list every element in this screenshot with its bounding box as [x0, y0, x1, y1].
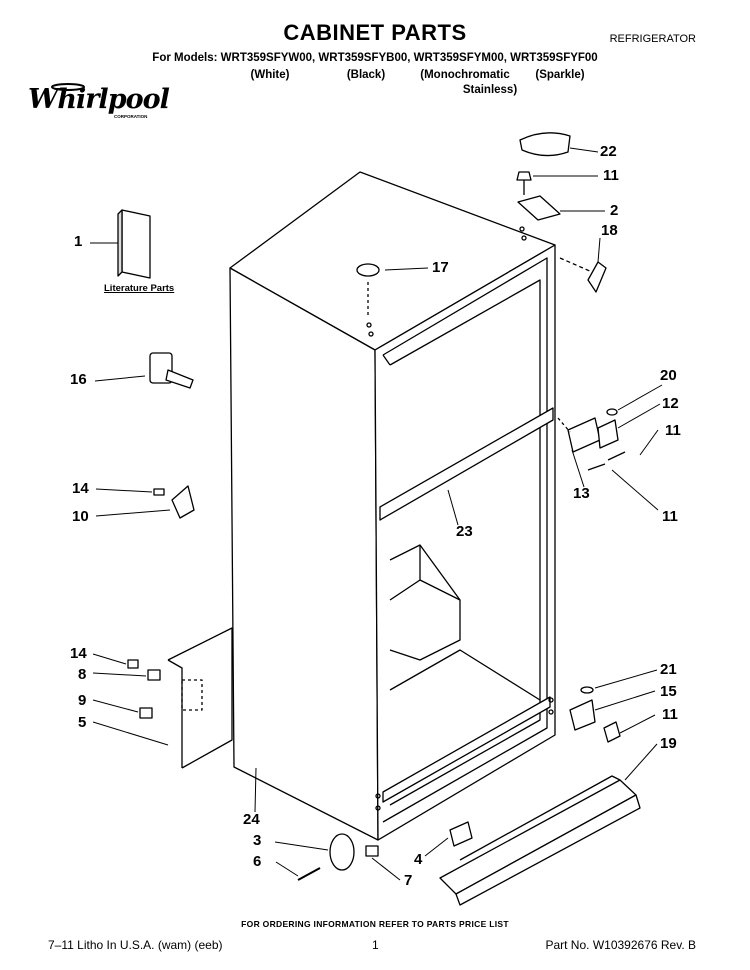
- roller-part: [329, 833, 379, 871]
- leader-lines: [90, 147, 663, 881]
- variant-white: (White): [250, 69, 290, 81]
- callout-16: 16: [70, 371, 87, 388]
- callout-14-lower: 14: [70, 645, 87, 662]
- variant-sparkle: (Sparkle): [535, 69, 585, 81]
- callout-2: 2: [610, 202, 619, 219]
- page-number: 1: [372, 938, 379, 952]
- models-line: For Models: WRT359SFYW00, WRT359SFYB00, …: [152, 52, 598, 64]
- callout-4: 4: [414, 851, 423, 868]
- callout-13: 13: [573, 485, 590, 502]
- callout-14-upper: 14: [72, 480, 89, 497]
- callout-11-bottom: 11: [662, 706, 678, 723]
- grille-clip-part: [449, 821, 473, 847]
- callout-7: 7: [404, 872, 413, 889]
- page-title: CABINET PARTS: [283, 20, 467, 45]
- callout-21: 21: [660, 661, 677, 678]
- plug-part: [356, 263, 380, 277]
- callout-20: 20: [660, 367, 677, 384]
- bottom-plate-part: [127, 627, 233, 769]
- callout-24: 24: [243, 811, 260, 828]
- callout-18: 18: [601, 222, 618, 239]
- callout-17: 17: [432, 259, 449, 276]
- callout-15: 15: [660, 683, 677, 700]
- hinge-18-part: [587, 261, 607, 293]
- callout-3: 3: [253, 832, 262, 849]
- litho-info: 7–11 Litho In U.S.A. (wam) (eeb): [48, 938, 223, 952]
- callout-8: 8: [78, 666, 87, 683]
- variant-monochromatic: (Monochromatic: [420, 69, 510, 81]
- category-label: REFRIGERATOR: [609, 33, 696, 45]
- top-bolt-part: [516, 171, 532, 195]
- callout-22: 22: [600, 143, 617, 160]
- hinge-cover-part: [519, 132, 571, 157]
- callout-9: 9: [78, 692, 87, 709]
- callout-19: 19: [660, 735, 677, 752]
- callout-1: 1: [74, 233, 83, 250]
- top-hinge-part: [517, 195, 561, 221]
- callout-6: 6: [253, 853, 262, 870]
- variant-black: (Black): [346, 69, 386, 81]
- callout-23: 23: [456, 523, 473, 540]
- door-stop-part: [149, 352, 194, 389]
- callout-11-top: 11: [603, 167, 619, 184]
- callout-11-center-lower: 11: [662, 508, 678, 525]
- callout-5: 5: [78, 714, 87, 731]
- literature-booklet: [117, 209, 151, 279]
- callout-10: 10: [72, 508, 89, 525]
- center-hinge-part: [557, 408, 619, 453]
- cabinet-drawing: [229, 171, 556, 841]
- literature-parts-label: Literature Parts: [104, 283, 175, 294]
- logo-swoosh-icon: [51, 83, 85, 91]
- whirlpool-logo: Whirlpool CORPORATION: [28, 80, 170, 120]
- base-grille-part: [439, 775, 641, 906]
- logo-subtext: CORPORATION: [114, 114, 148, 119]
- callout-12: 12: [662, 395, 679, 412]
- bottom-hinge-part: [569, 686, 621, 743]
- callout-11-center-upper: 11: [665, 422, 681, 439]
- part-number: Part No. W10392676 Rev. B: [545, 938, 696, 952]
- variant-stainless: Stainless): [462, 84, 518, 96]
- bracket-10-part: [153, 485, 195, 519]
- ordering-info: FOR ORDERING INFORMATION REFER TO PARTS …: [241, 919, 509, 929]
- logo-wordmark: Whirlpool: [28, 84, 170, 115]
